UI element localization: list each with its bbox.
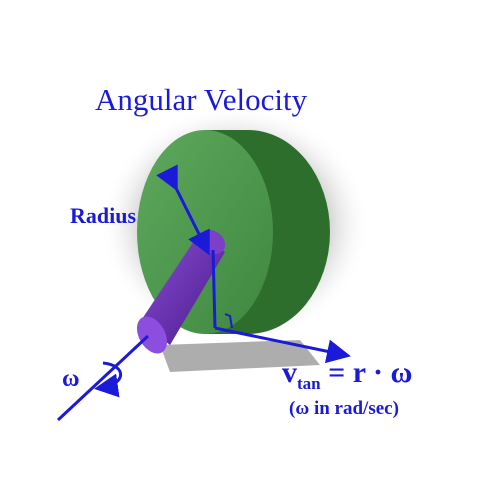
formula-subscript: tan [297,374,321,393]
radius-line [211,249,217,329]
formula-rest: = r · ω [320,356,413,389]
tangential-velocity-arrow [214,326,351,364]
radius-arrow [156,164,210,256]
tangential-velocity-formula: vtan = r · ω [282,356,412,394]
rotation-arrow [94,361,122,398]
omega-label: ω [62,366,80,392]
radius-label: Radius [70,203,137,228]
formula-v: v [282,356,297,389]
units-note: (ω in rad/sec) [289,398,399,419]
diagram-title: Angular Velocity [95,82,308,117]
axle-end [136,316,168,354]
right-angle-mark [224,313,233,329]
ground-shadow [160,340,320,372]
